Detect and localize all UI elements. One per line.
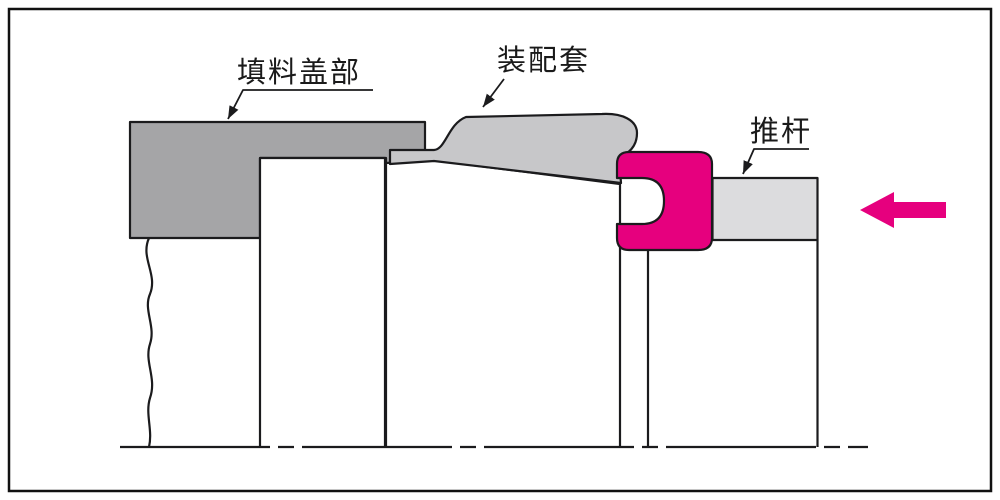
- leader-assembly-sleeve: [482, 78, 505, 108]
- leader-packing-cover: [227, 89, 373, 120]
- housing-column-fill: [260, 158, 385, 447]
- push-rod-shape: [711, 176, 819, 242]
- label-assembly-sleeve: 装配套: [497, 43, 591, 77]
- direction-arrow-icon: [860, 192, 946, 228]
- label-packing-cover: 填料盖部: [237, 55, 362, 89]
- label-push-rod: 推杆: [750, 114, 813, 148]
- bore-column-fill: [386, 160, 620, 447]
- break-line: [145, 237, 154, 448]
- leader-push-rod: [742, 148, 809, 175]
- u-packing-seal-shape: [615, 150, 714, 252]
